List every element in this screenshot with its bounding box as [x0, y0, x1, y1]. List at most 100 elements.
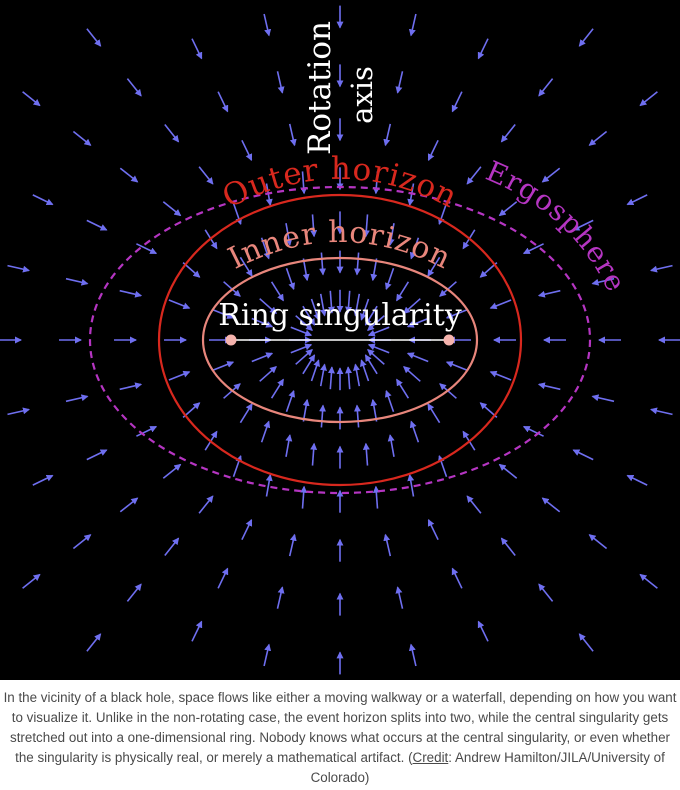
flow-arrow [364, 354, 378, 375]
flow-arrow [353, 293, 361, 317]
flow-arrow [198, 166, 214, 185]
flow-arrow [383, 533, 392, 557]
flow-arrow [295, 349, 313, 365]
flow-arrow [489, 370, 512, 381]
flow-arrow [263, 13, 272, 37]
flow-arrow [403, 366, 421, 382]
flow-arrow [591, 277, 615, 286]
flow-arrow [360, 359, 370, 382]
flow-arrow [327, 366, 335, 390]
flow-arrow [263, 643, 272, 667]
flow-arrow [7, 407, 30, 416]
singularity-endpoint-right [443, 334, 455, 346]
ergosphere-boundary [88, 185, 592, 495]
caption-credit-rest: : Andrew Hamilton/JILA/University of Col… [310, 750, 665, 785]
flow-arrow [276, 586, 285, 609]
credit-link[interactable]: Credit [412, 750, 449, 765]
flow-arrow [86, 633, 102, 652]
flow-arrow [650, 407, 673, 416]
flow-arrow [164, 537, 180, 556]
flow-arrow [310, 359, 320, 382]
flow-arrow [408, 13, 417, 37]
flow-arrow [212, 361, 235, 371]
inner-horizon-ellipse [201, 256, 479, 424]
flow-arrow [191, 38, 203, 60]
flow-arrow [251, 352, 274, 363]
flow-arrow [407, 473, 415, 497]
flow-arrow [537, 382, 561, 391]
flow-arrow [241, 519, 253, 541]
flow-arrow [538, 583, 554, 602]
flow-arrow [65, 277, 89, 286]
flow-arrow [588, 130, 608, 146]
flow-arrow [212, 309, 235, 319]
flow-arrow [239, 256, 253, 277]
flow-arrow [288, 123, 297, 147]
flow-arrow [445, 309, 468, 319]
flow-arrow [591, 394, 615, 403]
flow-arrow [409, 237, 420, 260]
flow-arrow [572, 219, 594, 231]
flow-arrow [406, 352, 429, 363]
flow-arrow [364, 305, 378, 326]
rotation-axis-label-line1: Rotation [302, 21, 338, 155]
flow-arrow [396, 281, 410, 302]
flow-arrow [285, 389, 296, 412]
flow-arrow [136, 425, 158, 437]
flow-arrow [162, 201, 182, 217]
flow-arrow [498, 201, 518, 217]
flow-arrow [198, 495, 214, 514]
flow-arrow [302, 354, 316, 375]
flow-arrow [319, 404, 327, 428]
flow-arrow [406, 317, 429, 328]
flow-arrow [387, 223, 395, 246]
flow-arrow [319, 363, 327, 387]
flow-arrow [285, 268, 296, 291]
flow-arrow [650, 264, 673, 273]
flow-arrow [22, 573, 41, 589]
flow-arrow [409, 420, 420, 443]
flow-arrow [403, 298, 421, 314]
flow-arrow [345, 366, 353, 390]
flow-arrow [191, 620, 203, 642]
flow-arrow [32, 194, 54, 206]
flow-arrow [259, 298, 277, 314]
flow-arrow [538, 78, 554, 97]
flow-arrow [383, 123, 392, 147]
flow-arrow [353, 404, 361, 428]
flow-arrow [119, 382, 143, 391]
flow-arrow [498, 463, 518, 479]
flow-arrow [119, 167, 139, 183]
flow-arrow [572, 449, 594, 461]
flow-arrow [265, 473, 273, 497]
flow-arrow [285, 223, 293, 246]
flow-arrow [353, 363, 361, 387]
flow-arrow [7, 264, 30, 273]
flow-arrow [86, 28, 102, 47]
flow-arrow [522, 243, 544, 255]
flow-arrow [370, 258, 378, 282]
flow-arrow [522, 425, 544, 437]
flow-arrow [276, 71, 285, 94]
flow-arrow [260, 237, 271, 260]
flow-arrow [395, 71, 404, 94]
flow-arrow [588, 534, 608, 550]
flow-arrow [251, 317, 274, 328]
flow-arrow [541, 497, 561, 513]
flow-arrow [217, 567, 229, 589]
flow-arrow [288, 533, 297, 557]
flow-arrow [217, 91, 229, 113]
ergosphere-label: Ergosphere [481, 154, 633, 297]
diagram-canvas: Outer horizon Inner horizon Ergosphere R… [0, 5, 680, 675]
flow-arrow [639, 91, 658, 107]
flow-arrow [302, 258, 310, 282]
flow-arrow [119, 497, 139, 513]
flow-arrow [32, 474, 54, 486]
flow-arrow [259, 366, 277, 382]
flow-arrow [384, 389, 395, 412]
flow-arrow [489, 299, 512, 310]
flow-arrow [345, 290, 353, 314]
caption-text: In the vicinity of a black hole, space f… [3, 690, 677, 765]
flow-arrow [72, 534, 92, 550]
flow-arrow [300, 485, 308, 509]
